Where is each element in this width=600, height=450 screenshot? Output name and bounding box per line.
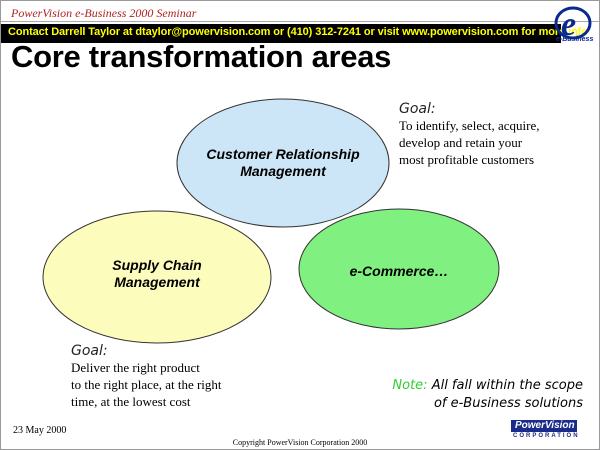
- note: Note: All fall within the scope of e-Bus…: [301, 377, 583, 413]
- logo-letter: e: [561, 6, 576, 43]
- scm-label-line2: Management: [114, 274, 200, 290]
- scm-goal: Goal: Deliver the right product to the r…: [71, 343, 291, 410]
- copyright: Copyright PowerVision Corporation 2000: [232, 438, 368, 447]
- ecommerce-label: e-Commerce…: [319, 263, 479, 280]
- note-label: Note:: [392, 378, 428, 393]
- scm-goal-line: time, at the lowest cost: [71, 394, 191, 409]
- note-text-line2: of e-Business solutions: [433, 396, 583, 411]
- scm-ellipse: [42, 210, 272, 344]
- ecommerce-label-line1: e-Commerce…: [349, 263, 449, 279]
- note-text-line1: All fall within the scope: [431, 378, 583, 393]
- crm-ellipse: [176, 98, 390, 228]
- crm-label-line2: Management: [240, 163, 326, 179]
- powervision-brand: PowerVision: [515, 420, 575, 431]
- ecommerce-ellipse: [298, 208, 500, 330]
- crm-goal-line: most profitable customers: [399, 152, 535, 167]
- crm-goal-line: develop and retain your: [399, 135, 523, 150]
- crm-label-line1: Customer Relationship: [206, 146, 360, 162]
- crm-goal: Goal: To identify, select, acquire, deve…: [399, 101, 594, 168]
- scm-goal-line: Deliver the right product: [71, 360, 200, 375]
- contact-banner: Contact Darrell Taylor at dtaylor@powerv…: [1, 24, 588, 43]
- crm-label: Customer Relationship Management: [173, 146, 393, 180]
- powervision-logo-box: PowerVision: [511, 420, 577, 432]
- slide-date: 23 May 2000: [13, 425, 67, 436]
- logo-swoosh-icon: [554, 6, 592, 40]
- scm-goal-heading: Goal:: [71, 343, 108, 359]
- page-title: Core transformation areas: [11, 39, 392, 74]
- contact-text: Contact Darrell Taylor at dtaylor@powerv…: [8, 26, 588, 38]
- powervision-corporation: CORPORATION: [513, 433, 580, 439]
- crm-goal-line: To identify, select, acquire,: [399, 118, 540, 133]
- header-divider: [1, 21, 599, 22]
- e-business-logo: e: [554, 6, 592, 43]
- scm-label-line1: Supply Chain: [112, 257, 202, 273]
- seminar-title: PowerVision e-Business 2000 Seminar: [11, 6, 197, 20]
- logo-tagline: e-Business: [556, 36, 594, 43]
- powervision-logo: PowerVision CORPORATION: [511, 420, 591, 442]
- scm-goal-line: to the right place, at the right: [71, 377, 222, 392]
- note-line1: Note: All fall within the scope: [301, 377, 583, 395]
- crm-goal-heading: Goal:: [399, 101, 436, 117]
- scm-label: Supply Chain Management: [67, 257, 247, 291]
